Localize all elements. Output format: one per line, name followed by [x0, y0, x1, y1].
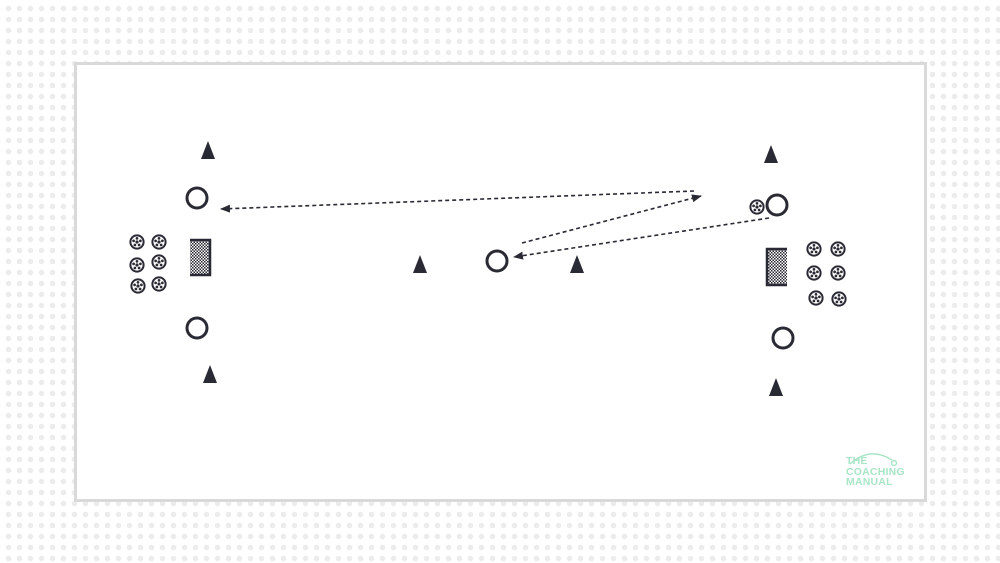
ball-icon	[151, 234, 167, 250]
ball-icon	[830, 241, 846, 257]
player-icon	[185, 186, 209, 210]
ball-icon	[831, 291, 847, 307]
pass-arrow-center-to-wide	[521, 194, 702, 244]
ball-icon	[151, 276, 167, 292]
ball-icon	[830, 265, 846, 281]
logo-line-1: THE	[846, 455, 868, 467]
pass-arrow-to-center	[513, 217, 770, 260]
ball-icon	[129, 257, 145, 273]
player-icon	[771, 326, 795, 350]
cone-icon	[203, 365, 217, 383]
right-goal-icon	[765, 247, 787, 287]
player-icon	[185, 316, 209, 340]
coaching-manual-logo: THE COACHING MANUAL	[846, 456, 926, 488]
player-icon	[485, 249, 509, 273]
logo-line-2: COACHING	[846, 465, 905, 478]
cone-icon	[570, 255, 584, 273]
ball-icon	[130, 278, 146, 294]
cone-icon	[764, 145, 778, 163]
cone-icon	[201, 141, 215, 159]
player-icon	[765, 193, 789, 217]
whistle-logo-icon	[849, 453, 898, 467]
ball-icon	[129, 234, 145, 250]
ball-icon	[808, 290, 824, 306]
pass-arrow-to-left-player	[220, 190, 695, 213]
ball-icon	[749, 199, 765, 215]
right-ball-pile	[806, 241, 847, 307]
cone-icon	[769, 378, 783, 396]
ball-icon	[806, 241, 822, 257]
logo-line-3: MANUAL	[846, 476, 893, 488]
ball-icon	[806, 265, 822, 281]
left-ball-pile	[129, 234, 167, 294]
cone-icon	[413, 255, 427, 273]
left-goal-icon	[190, 238, 212, 277]
ball-icon	[151, 254, 167, 270]
